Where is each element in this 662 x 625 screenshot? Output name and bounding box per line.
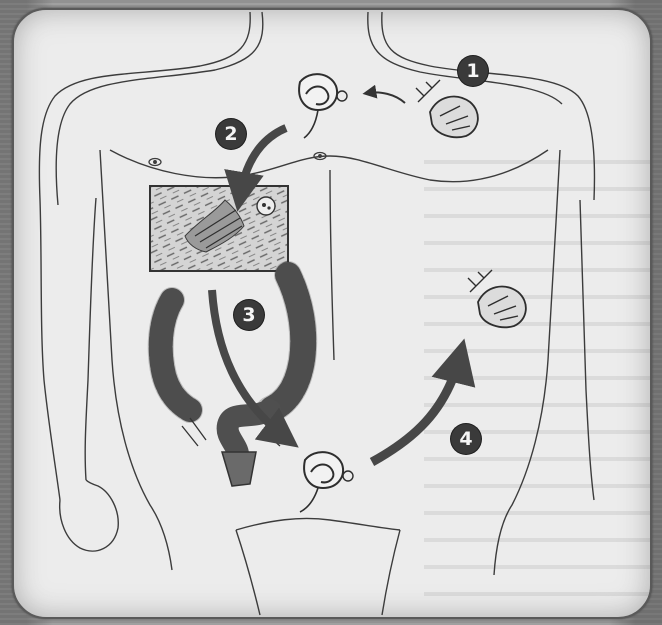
arrow-step-1: [368, 92, 405, 103]
step-badge-1-label: 1: [466, 60, 479, 82]
groin: [236, 518, 400, 530]
right-shoulder: [382, 12, 595, 200]
right-arm-inner: [580, 200, 594, 500]
left-leg-inner: [236, 530, 260, 615]
midline: [330, 170, 334, 360]
left-hand: [60, 480, 119, 551]
cyst-top: [299, 74, 347, 138]
cyst-bottom: [300, 452, 353, 512]
step-badge-4: 4: [451, 424, 481, 454]
arrow-step-4: [372, 356, 460, 462]
left-arm-inner: [85, 198, 96, 480]
step-badge-3: 3: [234, 300, 264, 330]
nipples: [149, 153, 326, 166]
tissue-micrograph-inset: [150, 186, 288, 271]
neck-and-shoulders-inner: [56, 12, 263, 205]
trophozoite-bottom: [468, 270, 526, 327]
step-badge-2-label: 2: [224, 123, 237, 145]
cycle-arrows: [212, 92, 460, 462]
step-badge-1: 1: [458, 56, 488, 86]
right-side-torso: [494, 150, 560, 575]
chest-line: [110, 150, 548, 182]
step-badge-4-label: 4: [459, 428, 472, 450]
right-leg-inner: [382, 530, 400, 615]
rectum: [222, 452, 256, 486]
step-badge-3-label: 3: [242, 304, 255, 326]
cyst-in-tissue: [257, 197, 275, 215]
step-badge-2: 2: [216, 119, 246, 149]
trophozoite-top: [416, 80, 478, 137]
